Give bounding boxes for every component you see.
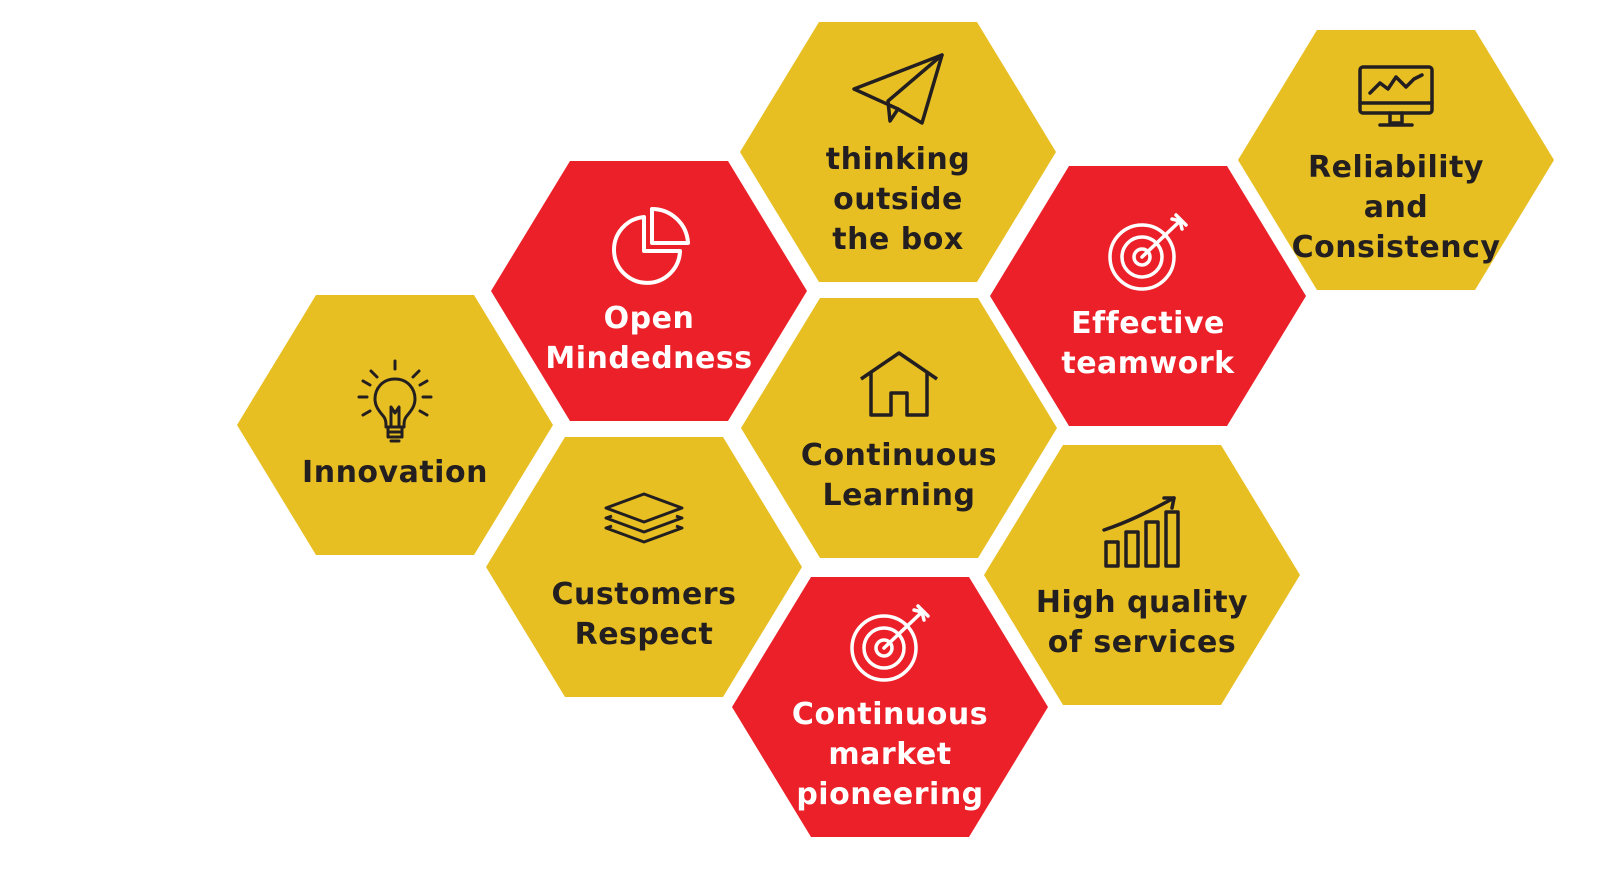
value-label-customers-respect: Customers Respect <box>551 577 737 652</box>
value-label-thinking-outside-the-box: thinking outside the box <box>825 142 971 257</box>
value-label-innovation: Innovation <box>302 455 488 490</box>
hex-continuous-learning: Continuous Learning <box>741 298 1057 558</box>
house-icon <box>851 340 947 430</box>
layers-icon <box>596 479 692 569</box>
paper-plane-icon <box>850 44 946 134</box>
hex-customers-respect: Customers Respect <box>486 437 802 697</box>
hex-reliability-and-consistency: Reliability and Consistency <box>1238 30 1554 290</box>
value-label-continuous-learning: Continuous Learning <box>800 438 998 513</box>
target-icon <box>1100 208 1196 298</box>
pie-chart-icon <box>601 203 697 293</box>
hex-continuous-market-pioneering: Continuous market pioneering <box>732 577 1048 837</box>
value-label-high-quality-of-services: High quality of services <box>1035 585 1249 660</box>
target-icon <box>842 599 938 689</box>
hex-effective-teamwork: Effective teamwork <box>990 166 1306 426</box>
hex-thinking-outside-the-box: thinking outside the box <box>740 22 1056 282</box>
bar-chart-growth-icon <box>1094 487 1190 577</box>
value-label-open-mindedness: Open Mindedness <box>545 301 753 376</box>
value-label-reliability-and-consistency: Reliability and Consistency <box>1291 150 1501 265</box>
monitor-chart-icon <box>1348 52 1444 142</box>
hex-open-mindedness: Open Mindedness <box>491 161 807 421</box>
hex-high-quality-of-services: High quality of services <box>984 445 1300 705</box>
value-label-continuous-market-pioneering: Continuous market pioneering <box>791 697 989 812</box>
hex-innovation: Innovation <box>237 295 553 555</box>
value-label-effective-teamwork: Effective teamwork <box>1061 306 1235 381</box>
light-bulb-icon <box>347 357 443 447</box>
